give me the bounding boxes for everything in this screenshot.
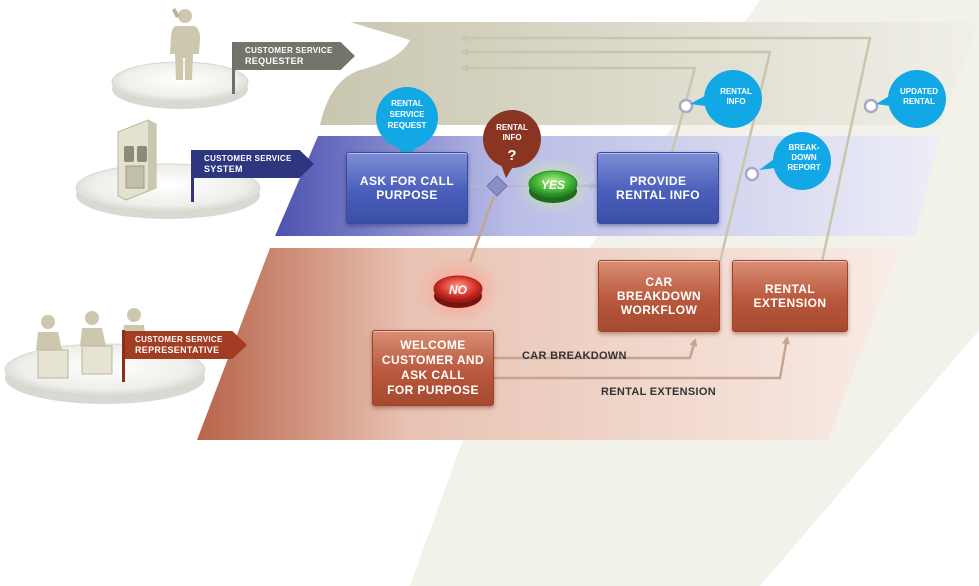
representative-flag-pole — [122, 330, 125, 382]
connector-rings — [678, 98, 879, 182]
role-flag-requester-line1: CUSTOMER SERVICE — [245, 46, 333, 55]
task-car-breakdown-workflow[interactable]: CAR BREAKDOWN WORKFLOW — [598, 260, 720, 332]
edge-label-car-breakdown: CAR BREAKDOWN — [522, 350, 627, 362]
requester-person-icon — [170, 8, 200, 80]
svg-text:RENTAL: RENTAL — [720, 87, 752, 96]
requester-flag-pole — [232, 42, 235, 94]
bubble-rental-info: RENTAL INFO — [690, 70, 762, 128]
svg-text:RENTAL: RENTAL — [496, 123, 528, 132]
svg-text:DOWN: DOWN — [791, 153, 817, 162]
yes-button[interactable]: YES — [513, 156, 593, 216]
task-ask-for-call-purpose[interactable]: ASK FOR CALL PURPOSE — [346, 152, 468, 224]
svg-text:INFO: INFO — [726, 97, 745, 106]
svg-text:REPORT: REPORT — [787, 163, 820, 172]
svg-text:RENTAL: RENTAL — [903, 97, 935, 106]
task-provide-rental-info[interactable]: PROVIDE RENTAL INFO — [597, 152, 719, 224]
svg-text:BREAK-: BREAK- — [788, 143, 819, 152]
system-flag-pole — [191, 150, 194, 202]
edge-label-rental-extension: RENTAL EXTENSION — [601, 386, 717, 398]
requester-lane — [320, 22, 979, 125]
svg-text:YES: YES — [541, 178, 565, 192]
role-flag-requester-line2: REQUESTER — [245, 56, 304, 66]
task-welcome-customer[interactable]: WELCOME CUSTOMER AND ASK CALL FOR PURPOS… — [372, 330, 494, 406]
svg-text:REQUEST: REQUEST — [388, 121, 427, 130]
svg-text:SERVICE: SERVICE — [390, 110, 426, 119]
svg-text:RENTAL: RENTAL — [391, 99, 423, 108]
bubble-rental-info-question: RENTAL INFO ? — [483, 110, 541, 178]
role-flag-representative-line2: REPRESENTATIVE — [135, 345, 220, 355]
role-flag-system-line1: CUSTOMER SERVICE — [204, 154, 292, 163]
bubble-updated-rental: UPDATED RENTAL — [876, 70, 946, 128]
role-flag-requester: CUSTOMER SERVICE REQUESTER — [235, 42, 355, 70]
svg-text:INFO: INFO — [502, 133, 521, 142]
requester-platform — [111, 61, 249, 109]
role-flag-system-line2: SYSTEM — [204, 164, 243, 174]
role-flag-representative-line1: CUSTOMER SERVICE — [135, 335, 223, 344]
svg-text:?: ? — [507, 147, 516, 164]
svg-text:UPDATED: UPDATED — [900, 87, 938, 96]
role-flag-system: CUSTOMER SERVICE SYSTEM — [194, 150, 314, 178]
server-machine-icon — [117, 119, 157, 201]
svg-text:NO: NO — [449, 283, 468, 297]
role-flag-representative: CUSTOMER SERVICE REPRESENTATIVE — [125, 331, 247, 359]
bubble-rental-service-request: RENTAL SERVICE REQUEST — [376, 87, 438, 160]
no-button[interactable]: NO — [416, 256, 500, 324]
bubble-breakdown-report: BREAK- DOWN REPORT — [759, 132, 831, 190]
return-connectors — [460, 34, 872, 263]
representatives-people-icon — [36, 308, 146, 379]
decision-gateway[interactable] — [486, 175, 508, 197]
task-rental-extension[interactable]: RENTAL EXTENSION — [732, 260, 848, 332]
